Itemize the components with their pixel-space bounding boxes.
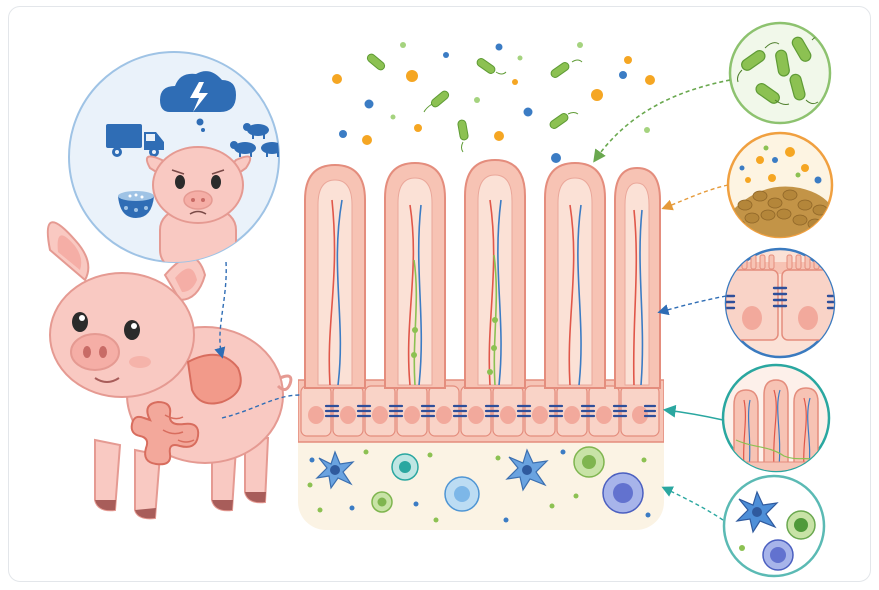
- stomach: [188, 355, 241, 404]
- sad-piglet-icon: [147, 147, 250, 270]
- arrow-villi: [666, 410, 723, 420]
- inset-immune-cells: [724, 476, 824, 576]
- intestinal-cross-section: [298, 160, 664, 530]
- inset-tight-junctions: [726, 249, 836, 357]
- arrow-feed: [664, 185, 728, 208]
- arrow-immune: [664, 488, 723, 520]
- inset-villus-structure: [722, 365, 832, 474]
- inset-microbiota: [730, 23, 830, 123]
- villi-icon: [722, 380, 832, 474]
- pig-head: [50, 273, 194, 397]
- pig-snout: [71, 334, 119, 370]
- pig-eye-left: [72, 312, 88, 332]
- pig-illustration: [48, 222, 300, 518]
- arrow-microbiota: [595, 80, 730, 160]
- inset-feed-particles: [728, 133, 835, 240]
- pig-eye-right: [124, 320, 140, 340]
- arrow-junctions: [660, 296, 726, 312]
